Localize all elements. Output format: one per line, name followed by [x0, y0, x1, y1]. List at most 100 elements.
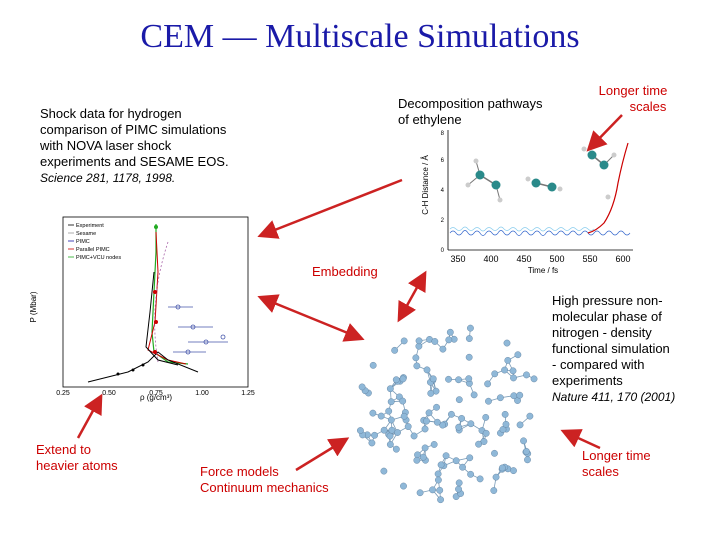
md-ylabel: C-H Distance / Å: [421, 155, 430, 215]
shock-line: experiments and SESAME EOS.: [40, 154, 229, 169]
decomposition-line: Decomposition pathways: [398, 96, 543, 111]
legend-entry: PIMC+VCU nodes: [76, 255, 121, 261]
shock-line: comparison of PIMC simulations: [40, 122, 227, 137]
atom: [399, 397, 407, 405]
atom: [442, 452, 450, 460]
atom: [482, 429, 490, 437]
atom: [387, 416, 395, 424]
arrow-force-models: [295, 437, 350, 472]
shock-xlabel: ρ (g/cm³): [140, 393, 172, 402]
legend-entry: Experiment: [76, 223, 104, 229]
atom: [437, 461, 445, 469]
shock-line: with NOVA laser shock: [40, 138, 172, 153]
shock-xtick: 1.00: [195, 390, 209, 397]
ethylene-molecule-right: [581, 146, 617, 200]
md-ytick: 0: [441, 248, 445, 254]
legend-entry: PIMC: [76, 239, 90, 245]
arrow-longer-time-top: [586, 114, 623, 152]
atom: [516, 421, 524, 429]
shock-xtick: 0.75: [149, 390, 163, 397]
atom: [520, 437, 527, 445]
atom: [377, 412, 385, 420]
atom: [482, 414, 490, 421]
atom: [492, 473, 500, 481]
shock-data-text: Shock data for hydrogen comparison of PI…: [40, 106, 280, 186]
atom: [400, 482, 407, 490]
atom: [459, 463, 466, 471]
atom: [514, 351, 522, 359]
md-xtick: 600: [615, 254, 630, 264]
atom: [465, 353, 473, 361]
atom: [475, 440, 482, 448]
atom: [433, 418, 441, 426]
atom: [523, 371, 530, 379]
atom: [498, 464, 506, 472]
atom: [385, 407, 393, 415]
nitrogen-citation: Nature 411, 170 (2001): [552, 390, 676, 404]
atom: [524, 456, 531, 464]
atom: [433, 403, 440, 411]
atom: [470, 391, 478, 399]
atom: [484, 380, 492, 388]
md-trace-cyan: [449, 226, 595, 232]
decomposition-text: Decomposition pathways of ethylene: [398, 96, 578, 128]
atom: [439, 421, 446, 429]
md-xtick: 550: [582, 254, 597, 264]
shock-plot: P (Mbar) ρ (g/cm³) 0.25 0.50 0.75 1.00 1…: [29, 216, 255, 402]
shock-xtick: 1.25: [241, 390, 255, 397]
experiment-points: [168, 304, 228, 355]
extend-line: heavier atoms: [36, 458, 118, 473]
longer-time-line: scales: [629, 99, 667, 114]
atom: [455, 376, 462, 384]
shock-xtick: 0.25: [56, 390, 70, 397]
atom: [369, 361, 377, 369]
atom: [526, 412, 534, 420]
md-ytick: 4: [441, 188, 445, 194]
atom: [439, 345, 447, 353]
atom: [400, 412, 408, 420]
atom: [496, 394, 504, 402]
md-xtick: 400: [483, 254, 498, 264]
atom: [427, 389, 435, 397]
atom: [455, 396, 463, 404]
atom: [516, 391, 524, 399]
shock-ylabel: P (Mbar): [29, 291, 38, 322]
atom: [425, 409, 433, 417]
atom: [421, 425, 429, 433]
atom: [509, 367, 517, 375]
longer-time-line: Longer time: [598, 83, 668, 98]
nitrogen-line: experiments: [552, 373, 623, 388]
atom: [386, 385, 394, 393]
atom: [490, 487, 498, 494]
atom: [437, 496, 444, 504]
md-xtick: 500: [549, 254, 564, 264]
atom: [455, 479, 463, 487]
atom: [380, 467, 388, 475]
longer-time-top-label: Longer time scales: [588, 83, 678, 115]
atom: [416, 489, 424, 497]
atom: [410, 432, 418, 440]
legend-entry: Parallel PIMC: [76, 247, 110, 253]
atom: [510, 467, 517, 475]
nitrogen-line: High pressure non-: [552, 293, 663, 308]
sesame-points: [116, 363, 145, 376]
atom: [412, 354, 420, 362]
md-ytick: 8: [441, 131, 445, 137]
md-ytick: 6: [441, 158, 445, 164]
nitrogen-text: High pressure non- molecular phase of ni…: [552, 293, 712, 405]
atom: [369, 409, 377, 417]
sesame-curve: [87, 351, 199, 383]
atom: [391, 346, 399, 354]
force-models-label: Force models Continuum mechanics: [200, 464, 329, 496]
ethylene-molecule-middle: [525, 176, 563, 192]
atom: [510, 374, 517, 382]
atom: [419, 453, 427, 461]
arrow-md-to-shock: [257, 178, 403, 239]
dashed-curve: [154, 241, 169, 363]
atom: [415, 337, 423, 345]
force-line: Force models: [200, 464, 279, 479]
atom: [423, 417, 430, 425]
atom: [466, 454, 474, 462]
embedding-label: Embedding: [312, 264, 378, 279]
